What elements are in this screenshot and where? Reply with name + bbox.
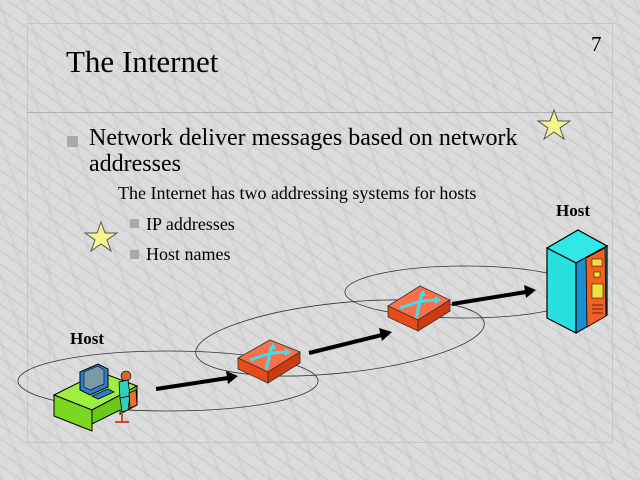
content-panel-border	[27, 112, 613, 443]
workstation-icon	[52, 363, 139, 432]
slide-frame	[27, 23, 613, 443]
router-icon	[237, 339, 301, 384]
bullet-level2: The Internet has two addressing systems …	[118, 183, 477, 203]
bullet-level3-hostnames: Host names	[146, 244, 231, 264]
right-host-label: Host	[556, 201, 590, 220]
arrow-host-to-router1	[155, 371, 238, 391]
server-icon	[545, 229, 609, 335]
page-number: 7	[591, 32, 602, 56]
bullet-square-icon	[67, 136, 78, 147]
bullet-square-icon	[130, 219, 139, 228]
bullet-level3-ip: IP addresses	[146, 214, 235, 234]
arrow-router2-to-server	[451, 285, 536, 306]
link-ellipse	[195, 299, 485, 377]
star-icon	[83, 220, 119, 253]
star-icon	[536, 108, 572, 141]
content-panel-guide	[49, 112, 50, 443]
bullet-square-icon	[130, 250, 139, 259]
router-icon	[387, 285, 451, 332]
bullet-level1: Network deliver messages based on networ…	[89, 125, 518, 177]
link-ellipse	[17, 350, 319, 412]
slide-title: The Internet	[66, 44, 219, 79]
left-host-label: Host	[70, 329, 104, 348]
arrow-router1-to-router2	[308, 328, 392, 355]
